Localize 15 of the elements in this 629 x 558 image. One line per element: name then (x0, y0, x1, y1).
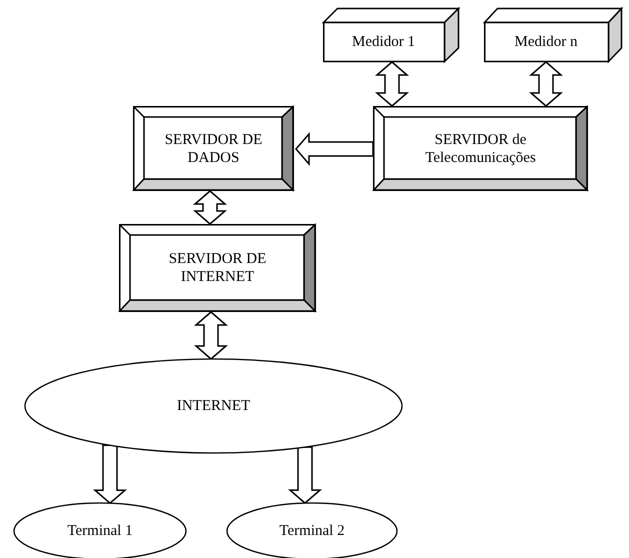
node-label: Terminal 1 (67, 522, 133, 540)
node-label: INTERNET (176, 397, 250, 415)
block-arrow (295, 132, 374, 166)
block-arrow (528, 61, 564, 107)
block-arrow (194, 311, 228, 360)
block-arrow (288, 446, 322, 504)
block-arrow (374, 61, 410, 107)
node-label: SERVIDOR DE INTERNET (168, 250, 268, 286)
node-label: SERVIDOR DE DADOS (164, 130, 264, 166)
node-label: Medidor n (514, 33, 578, 51)
block-arrow (192, 190, 228, 225)
block-arrow (92, 444, 128, 504)
node-label: Terminal 2 (279, 522, 345, 540)
node-label: Medidor 1 (352, 33, 415, 51)
node-label: SERVIDOR de Telecomunicações (424, 130, 537, 166)
